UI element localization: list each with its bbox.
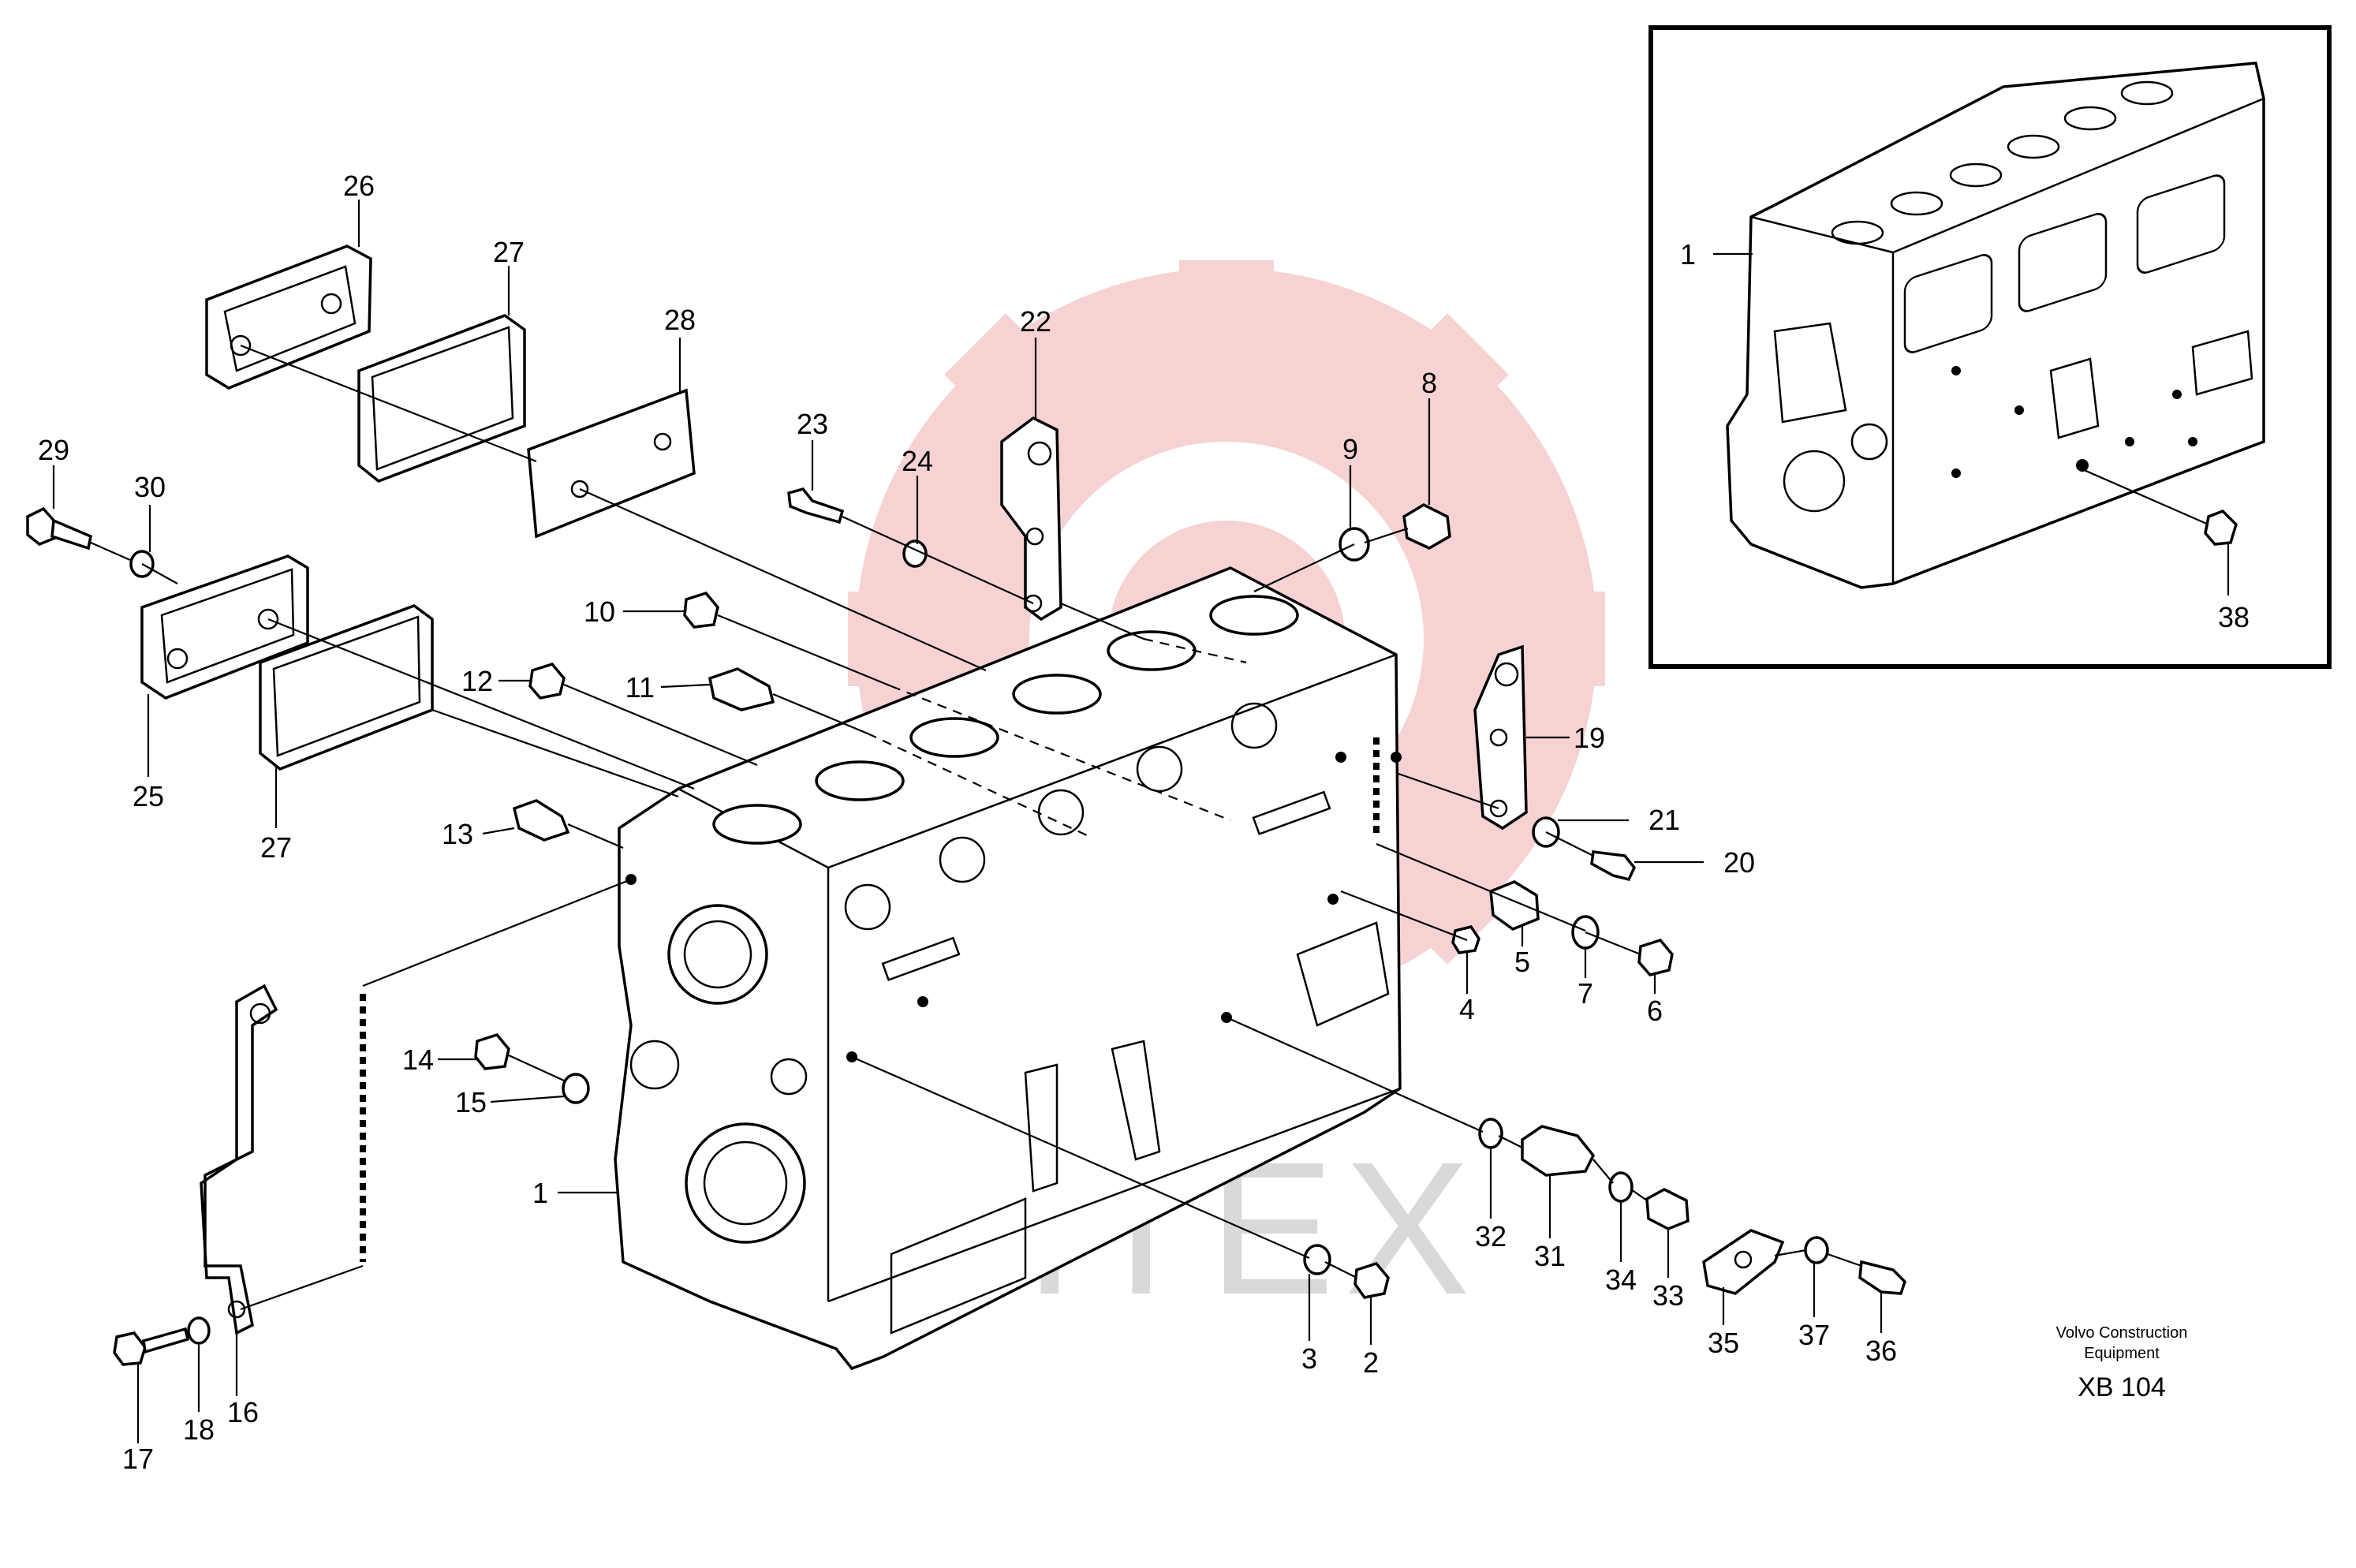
part-25-cover [140,554,309,700]
callout-1: 1 [532,1177,548,1209]
callout-8: 8 [1421,367,1437,399]
part-37-washer [1804,1236,1829,1264]
inset-engine-block [1726,62,2265,589]
callout-27-lower: 27 [260,831,292,864]
part-29-bolt [26,506,92,551]
callout-27-upper: 27 [493,236,525,268]
part-36-bolt [1858,1260,1907,1295]
part-31-fitting [1521,1125,1596,1177]
part-22-bracket [1000,416,1062,622]
callout-6: 6 [1647,995,1663,1027]
part-12-plug [528,662,566,700]
callout-31: 31 [1534,1240,1566,1272]
part-15-washer [562,1073,590,1104]
part-20-bolt [1590,850,1637,882]
footer: Volvo Construction Equipment XB 104 [2056,1324,2188,1402]
inset-callout-1: 1 [1680,238,1696,271]
callout-29: 29 [38,434,69,466]
part-6-bolt [1637,938,1674,976]
leader-lines [52,200,1883,1443]
callout-36: 36 [1865,1335,1897,1367]
part-34-oring [1608,1171,1634,1203]
part-23-bolt [787,487,845,525]
callout-4: 4 [1459,993,1475,1025]
callout-14: 14 [402,1043,434,1076]
callout-13: 13 [442,818,473,850]
callout-34: 34 [1605,1264,1637,1296]
diagram-code: XB 104 [2078,1372,2166,1402]
callout-19: 19 [1574,722,1605,754]
callout-22: 22 [1020,305,1051,338]
part-8-plug [1402,503,1451,550]
part-33-plug [1645,1188,1690,1230]
callout-28: 28 [664,304,696,336]
part-5-plug [1489,880,1540,931]
callout-35: 35 [1708,1327,1739,1359]
callout-7: 7 [1578,977,1593,1010]
inset-bolt-38 [2082,468,2238,546]
callout-21: 21 [1648,804,1680,836]
callout-30: 30 [134,471,166,503]
callout-12: 12 [461,665,493,697]
assembly-lines [90,344,1862,1311]
callout-3: 3 [1301,1342,1317,1375]
callout-17: 17 [122,1443,154,1475]
callout-33: 33 [1652,1279,1684,1312]
inset-frame: 1 38 [1648,25,2332,669]
callout-25: 25 [133,780,164,812]
part-26-cover [205,245,372,390]
callout-labels: 26 27 28 29 30 25 27 22 23 24 9 8 10 11 … [38,170,1897,1475]
engine-block [614,566,1402,1371]
callout-9: 9 [1342,433,1358,465]
callout-11: 11 [625,671,655,704]
callout-10: 10 [584,595,615,628]
company-name-line1: Volvo Construction [2056,1324,2188,1342]
part-3-washer [1303,1244,1331,1275]
part-11-sensor [708,667,775,711]
part-10-plug [683,591,719,629]
inset-callout-38: 38 [2218,601,2250,633]
part-14-plug [474,1032,510,1070]
part-28-plate [527,388,696,539]
callout-5: 5 [1514,946,1530,978]
part-32-oring [1478,1118,1503,1149]
callout-23: 23 [797,408,828,440]
callout-32: 32 [1475,1220,1507,1253]
company-name-line2: Equipment [2084,1345,2160,1362]
callout-24: 24 [902,445,933,477]
part-18-washer [187,1316,211,1345]
part-13-fitting [512,799,570,842]
callout-26: 26 [343,170,375,202]
part-19-bracket [1473,644,1528,831]
callout-37: 37 [1798,1319,1830,1351]
callout-16: 16 [227,1396,259,1428]
callout-15: 15 [455,1086,487,1118]
part-27-gasket-upper [357,314,526,483]
part-2-bolt [1353,1261,1390,1299]
part-16-bracket [200,984,278,1335]
callout-2: 2 [1363,1346,1379,1379]
part-35-flange [1702,1229,1785,1295]
part-17-bolt [113,1327,190,1366]
callout-20: 20 [1723,846,1755,879]
callout-18: 18 [183,1413,215,1446]
